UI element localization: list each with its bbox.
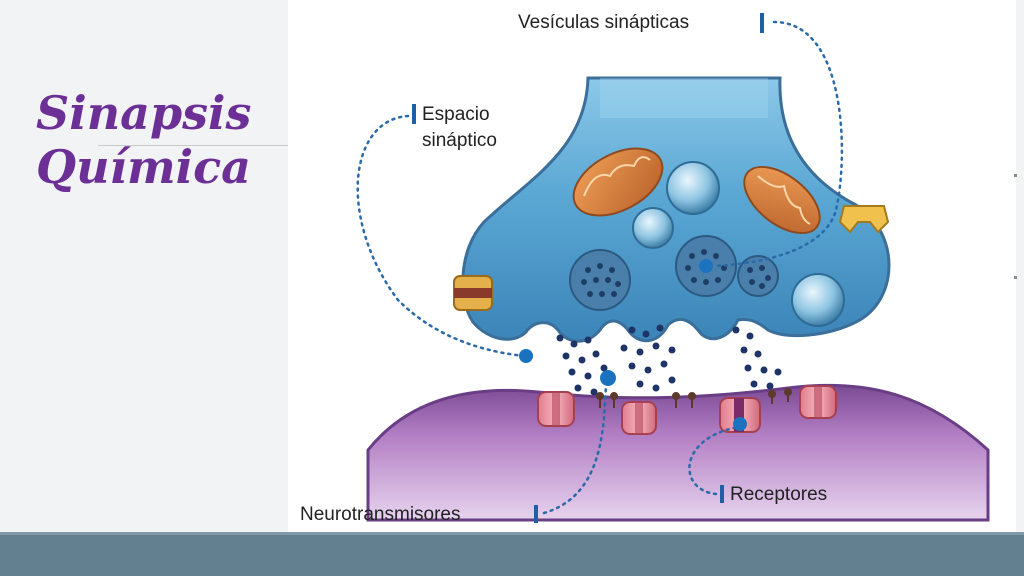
receptor [537, 391, 575, 427]
leader-neurotransmisores [542, 384, 608, 515]
label-marker [760, 13, 764, 33]
postsynaptic-membrane [366, 383, 990, 522]
membrane-channel-left [453, 275, 493, 311]
vesicle [666, 161, 720, 215]
label-receptores: Receptores [730, 484, 827, 505]
synapse-diagram: Vesículas sinápticas Espacio sináptico N… [300, 12, 990, 525]
title-line-2: Química [36, 140, 251, 194]
leader-vesiculas [712, 20, 844, 268]
footer-band [0, 532, 1024, 576]
membrane-channel-right [838, 205, 890, 234]
edge-mark [1014, 174, 1017, 177]
title-divider [98, 145, 290, 146]
mitochondrion-right [743, 165, 821, 235]
vesicle-filled [675, 235, 737, 297]
vesicle-filled [569, 249, 631, 311]
receptor [799, 385, 837, 419]
neurotransmitter-highlight [600, 370, 616, 386]
edge-mark [1014, 276, 1017, 279]
receptor [719, 397, 761, 433]
vesicle-filled [737, 255, 779, 297]
label-espacio-line2: sináptico [422, 130, 497, 151]
synapse-figure: Vesículas sinápticas Espacio sináptico N… [288, 0, 1016, 532]
axon-stripes [600, 78, 768, 118]
footer-line [0, 532, 1024, 535]
leader-receptores [688, 426, 736, 496]
neurotransmitter-molecules [556, 324, 782, 396]
label-neurotransmisores: Neurotransmisores [300, 504, 461, 525]
label-espacio-line1: Espacio [422, 104, 490, 125]
receptor [621, 401, 657, 435]
label-marker [534, 505, 538, 523]
vesicle [791, 273, 845, 327]
vesicle [632, 207, 674, 249]
leader-end-espacio [519, 349, 533, 363]
mitochondrion-left [572, 147, 664, 217]
title-line-1: Sinapsis [36, 86, 252, 140]
slide-title: Sinapsis Química [36, 86, 251, 194]
label-vesiculas: Vesículas sinápticas [518, 12, 689, 33]
label-marker [412, 104, 416, 124]
label-marker [720, 485, 724, 503]
receptor-stalks [596, 388, 792, 408]
leader-espacio [356, 114, 526, 358]
